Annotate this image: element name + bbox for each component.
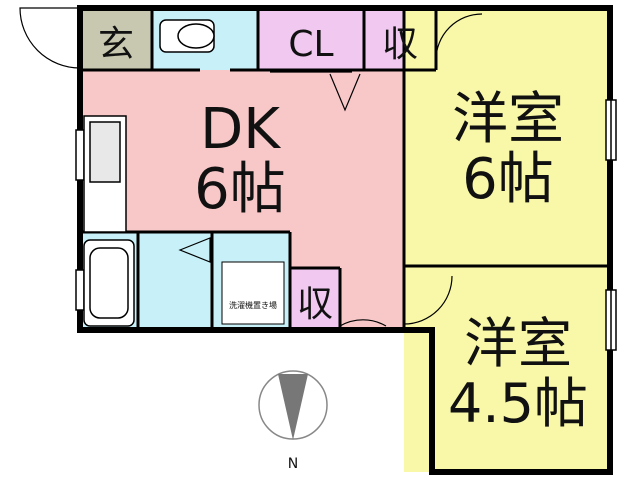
entrance-label: 玄 bbox=[98, 24, 134, 65]
western-room-1-area bbox=[404, 8, 608, 266]
doors bbox=[19, 7, 483, 328]
washer-box bbox=[221, 261, 285, 325]
dk-size-label: 6帖 bbox=[194, 157, 286, 222]
compass-needle-icon bbox=[278, 374, 308, 440]
storage-top-label: 収 bbox=[382, 24, 418, 65]
bathtub bbox=[83, 239, 135, 327]
western-room-1-size: 6帖 bbox=[462, 147, 554, 212]
compass: N bbox=[258, 370, 328, 472]
closet-label: CL bbox=[288, 24, 333, 65]
entrance-area bbox=[80, 8, 152, 70]
storage-mid-area bbox=[290, 268, 340, 328]
compass-label: N bbox=[288, 456, 298, 472]
western-room-1-name: 洋室 bbox=[452, 87, 564, 152]
washer-space-label: 洗濯機置き場 bbox=[229, 300, 277, 310]
western-room-2-area bbox=[404, 266, 608, 472]
western-room-2-name: 洋室 bbox=[464, 312, 572, 375]
toilet-fixture bbox=[159, 19, 215, 53]
dk-name-label: DK bbox=[200, 97, 281, 162]
western-room-2-size: 4.5帖 bbox=[448, 372, 588, 435]
closet-area bbox=[258, 8, 364, 70]
storage-mid-label: 収 bbox=[297, 284, 333, 325]
kitchen-counter bbox=[83, 115, 127, 233]
walls bbox=[77, 5, 613, 475]
windows bbox=[75, 99, 617, 351]
